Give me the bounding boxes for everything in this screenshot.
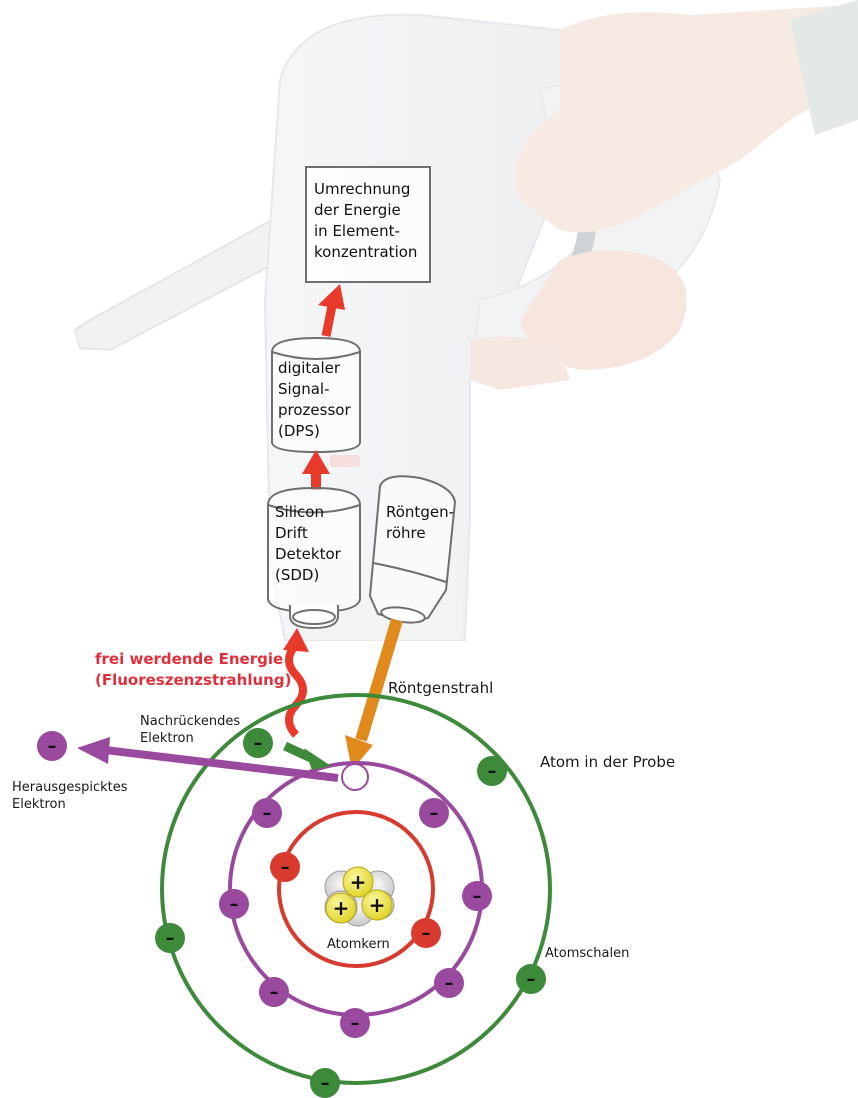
- electron-sign: –: [230, 894, 239, 915]
- electron-vacancy: [341, 763, 369, 791]
- electron-sign: –: [445, 973, 454, 994]
- electron-sign: –: [254, 733, 263, 754]
- electron: –: [477, 756, 507, 786]
- outer-shell: [160, 693, 552, 1085]
- electron-sign: –: [351, 1013, 360, 1034]
- nucleus-label: Atomkern: [327, 937, 390, 952]
- arrow-dps-to-processor: [318, 284, 345, 337]
- electron-sign: –: [281, 857, 290, 878]
- electron: –: [252, 798, 282, 828]
- moving-electron-label: Nachrückendes Elektron: [140, 714, 241, 746]
- proton-sign: +: [369, 893, 386, 917]
- electron-sign: –: [321, 1073, 330, 1094]
- electron: –: [259, 977, 289, 1007]
- electron-sign: –: [48, 736, 57, 757]
- proton: +: [361, 889, 393, 921]
- xray-beam-label: Röntgenstrahl: [388, 679, 494, 697]
- shells-label: Atomschalen: [545, 946, 630, 961]
- proton-sign: +: [350, 870, 367, 894]
- electron: –: [462, 881, 492, 911]
- electron-sign: –: [263, 803, 272, 824]
- xray-tube-label: Röntgen- röhre: [386, 503, 454, 542]
- proton-sign: +: [333, 896, 350, 920]
- sdd-cylinder: [267, 486, 361, 630]
- ejected-electron-arrow: [77, 737, 339, 782]
- processor-box: [305, 166, 431, 283]
- electron: –: [270, 852, 300, 882]
- sdd-label: Silicon Drift Detektor (SDD): [275, 503, 341, 584]
- electron-sign: –: [422, 923, 431, 944]
- atom-label: Atom in der Probe: [540, 753, 676, 771]
- electron: –: [310, 1068, 340, 1098]
- electron: –: [434, 968, 464, 998]
- electron-sign: –: [166, 928, 175, 949]
- arrow-sdd-to-dps: [302, 450, 330, 490]
- electron-sign: –: [270, 982, 279, 1003]
- electron-sign: –: [430, 803, 439, 824]
- electron-sign: –: [473, 886, 482, 907]
- electron: –: [419, 798, 449, 828]
- fluorescence-label: frei werdende Energie (Fluoreszenzstrahl…: [95, 650, 292, 689]
- proton: +: [325, 892, 357, 924]
- fluorescence-arrow: [283, 628, 309, 738]
- electron: –: [340, 1008, 370, 1038]
- electron: –: [516, 964, 546, 994]
- inner-shell: [277, 810, 435, 968]
- electron: –: [37, 731, 67, 761]
- electron: –: [411, 918, 441, 948]
- moving-electron-arrow: [283, 741, 331, 770]
- dps-label: digitaler Signal- prozessor (DPS): [278, 359, 351, 440]
- dps-cylinder: [271, 336, 361, 454]
- proton: +: [342, 866, 374, 898]
- ejected-electron-label: Herausgespicktes Elektron: [12, 780, 128, 812]
- processor-label: Umrechnung der Energie in Element- konze…: [314, 180, 418, 261]
- electron: –: [155, 923, 185, 953]
- electron-sign: –: [488, 761, 497, 782]
- electron: –: [219, 889, 249, 919]
- electron-sign: –: [527, 969, 536, 990]
- electron: –: [243, 728, 273, 758]
